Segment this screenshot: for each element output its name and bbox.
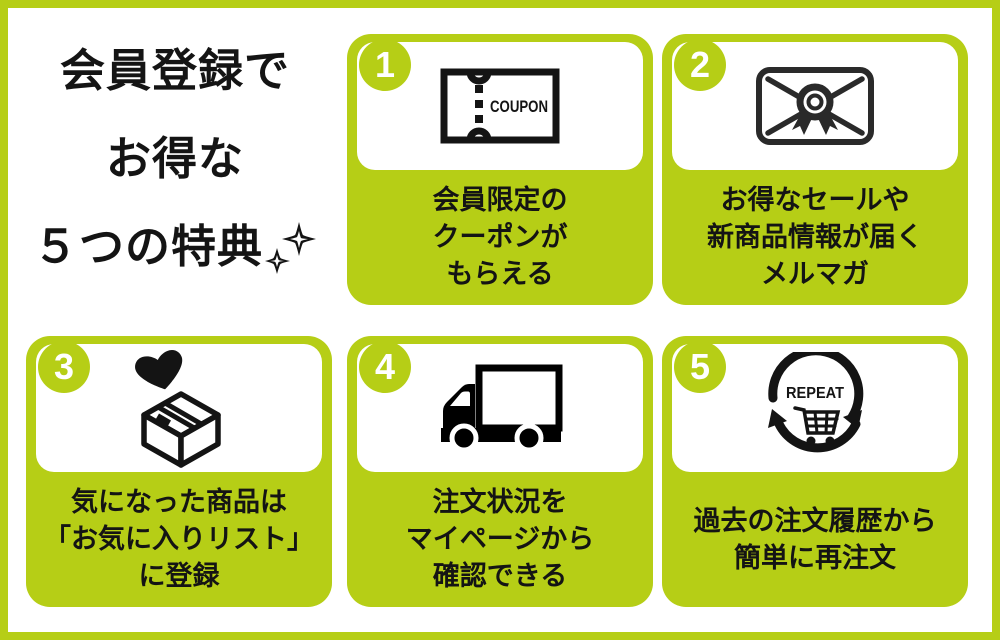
card-3-text: 気になった商品は 「お気に入りリスト」 に登録 — [30, 474, 328, 605]
sparkles-icon — [265, 222, 316, 274]
card-text-line: 「お気に入りリスト」 — [44, 524, 314, 554]
card-text-line: 注文状況を — [432, 487, 568, 517]
card-text-line: クーポンが — [432, 222, 568, 252]
benefit-card-2: 2 お得なセールや 新商品情報が届く メルマガ — [662, 34, 968, 305]
card-text-line: 新商品情報が届く — [707, 222, 923, 252]
card-text-line: 簡単に再注文 — [734, 542, 896, 573]
title-line-2: お得な — [105, 134, 244, 184]
repeat-cart-icon: REPEAT — [768, 352, 864, 453]
card-4-text: 注文状況を マイページから 確認できる — [351, 474, 649, 605]
card-text-line: に登録 — [138, 561, 220, 591]
delivery-truck-icon — [441, 364, 563, 452]
repeat-icon-text: REPEAT — [786, 385, 844, 402]
card-text-line: 確認できる — [432, 561, 568, 591]
title-line-3-text: ５つの特典 — [32, 222, 263, 272]
title-line-1: 会員登録で — [59, 46, 290, 96]
card-5-number-badge: 5 — [674, 341, 726, 393]
card-2-number-badge: 2 — [674, 39, 726, 91]
card-text-line: メルマガ — [761, 259, 869, 289]
card-1-text: 会員限定の クーポンが もらえる — [351, 172, 649, 303]
coupon-icon: COUPON — [440, 68, 560, 144]
card-text-line: 過去の注文履歴から — [693, 505, 937, 536]
card-2-text: お得なセールや 新商品情報が届く メルマガ — [666, 172, 964, 303]
title-line-3: ５つの特典 — [33, 203, 317, 291]
card-text-line: お得なセールや — [720, 185, 910, 215]
card-5-text: 過去の注文履歴から 簡単に再注文 — [666, 474, 964, 605]
sealed-envelope-icon — [756, 67, 874, 145]
card-4-number-badge: 4 — [359, 341, 411, 393]
card-text-line: もらえる — [446, 259, 554, 289]
benefit-card-4: 4 注文状況を マイページから 確認できる — [347, 336, 653, 607]
coupon-icon-text: COUPON — [490, 97, 548, 116]
page-title: 会員登録で お得な ５つの特典 — [10, 10, 340, 308]
card-text-line: 気になった商品は — [71, 487, 287, 517]
benefit-card-1: 1 COUPON 会員限定の クーポンが もらえる — [347, 34, 653, 305]
heart-into-box-icon — [135, 349, 221, 468]
card-text-line: マイページから — [405, 524, 595, 554]
card-1-icon-panel: COUPON — [357, 42, 643, 170]
card-text-line: 会員限定の — [432, 185, 568, 215]
benefit-card-3: 3 気になった商品は 「お気に入りリスト」 に登録 — [26, 336, 332, 607]
card-1-number-badge: 1 — [359, 39, 411, 91]
benefit-card-5: REPEAT 5 過去の注文履歴から 簡単に再注文 — [662, 336, 968, 607]
card-3-number-badge: 3 — [38, 341, 90, 393]
